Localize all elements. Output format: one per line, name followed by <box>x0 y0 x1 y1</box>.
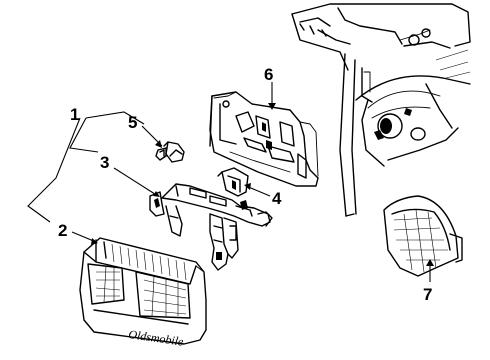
fender-body-structure <box>291 3 471 217</box>
callout-2: 2 <box>58 221 67 240</box>
leader-lines <box>27 82 431 282</box>
part-6-mounting-bracket <box>209 91 319 187</box>
callout-1: 1 <box>70 105 79 124</box>
callout-6: 6 <box>264 65 273 84</box>
part-4-adjuster-clip <box>217 167 249 197</box>
part-5-bulb-socket <box>155 141 185 163</box>
callout-4: 4 <box>272 189 282 208</box>
callout-numbers: 1 2 3 4 5 6 7 <box>58 65 432 304</box>
part-2-headlamp-capsule: Oldsmobile <box>79 237 207 349</box>
part-7-side-marker-lamp <box>383 195 463 277</box>
leader-arrowheads <box>91 103 434 266</box>
lens-brand-text: Oldsmobile <box>128 327 185 349</box>
callout-7: 7 <box>423 285 432 304</box>
callout-3: 3 <box>100 153 109 172</box>
callout-5: 5 <box>128 113 137 132</box>
part-3-headlamp-retainer <box>149 183 273 271</box>
